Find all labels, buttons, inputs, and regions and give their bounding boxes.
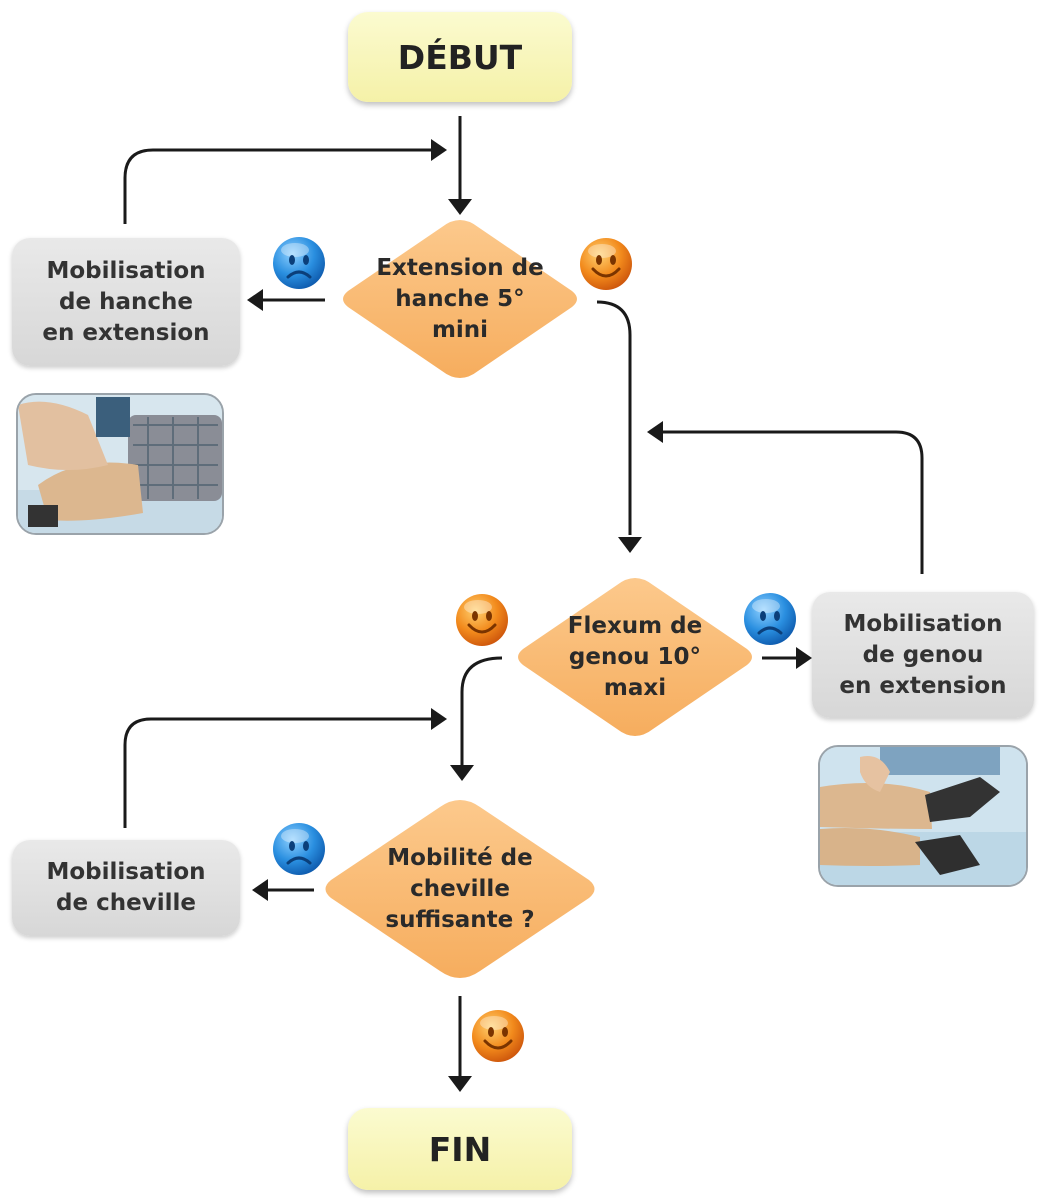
decision-label: Mobilité de cheville suffisante ?	[385, 844, 535, 933]
ankle-mobilisation-box: Mobilisation de cheville	[12, 840, 240, 936]
edge-knee-action-loop	[662, 430, 924, 574]
ankle-mobility-decision: Mobilité de cheville suffisante ?	[318, 796, 602, 982]
arrowhead-right	[796, 647, 812, 669]
arrowhead-right	[431, 708, 447, 730]
arrowhead-left	[252, 879, 268, 901]
edge-hip-yes	[596, 300, 632, 535]
knee-mobilisation-box: Mobilisation de genou en extension	[812, 592, 1034, 718]
edge-ankle-action-loop	[123, 717, 432, 828]
knee-flexum-decision: Flexum de genou 10° maxi	[511, 574, 759, 740]
end-node: FIN	[348, 1108, 572, 1190]
hip-mobilisation-photo	[16, 393, 224, 535]
arrowhead-down	[448, 199, 472, 215]
start-node: DÉBUT	[348, 12, 572, 102]
edge-hip-action-loop	[123, 148, 432, 224]
happy-smiley-icon	[580, 238, 632, 290]
arrowhead-right	[431, 139, 447, 161]
knee-mobilisation-photo	[818, 745, 1028, 887]
decision-diamond-shape	[518, 578, 752, 736]
arrowhead-down	[448, 1076, 472, 1092]
edge-knee-yes	[460, 656, 503, 765]
decision-label: Flexum de genou 10° maxi	[567, 612, 703, 701]
sad-smiley-icon	[744, 593, 796, 645]
hip-extension-decision: Extension de hanche 5° mini	[336, 216, 584, 382]
decision-diamond-shape	[325, 800, 595, 978]
arrowhead-left	[247, 289, 263, 311]
arrowhead-down	[450, 765, 474, 781]
hip-mobilisation-box: Mobilisation de hanche en extension	[12, 238, 240, 366]
arrowhead-down	[618, 537, 642, 553]
photo-illustration	[18, 395, 222, 533]
sad-smiley-icon	[273, 237, 325, 289]
happy-smiley-icon	[456, 594, 508, 646]
decision-label: Extension de hanche 5° mini	[376, 254, 544, 343]
sad-smiley-icon	[273, 823, 325, 875]
happy-smiley-icon	[472, 1010, 524, 1062]
arrowhead-left	[647, 421, 663, 443]
decision-diamond-shape	[343, 220, 577, 378]
photo-illustration	[820, 747, 1026, 885]
